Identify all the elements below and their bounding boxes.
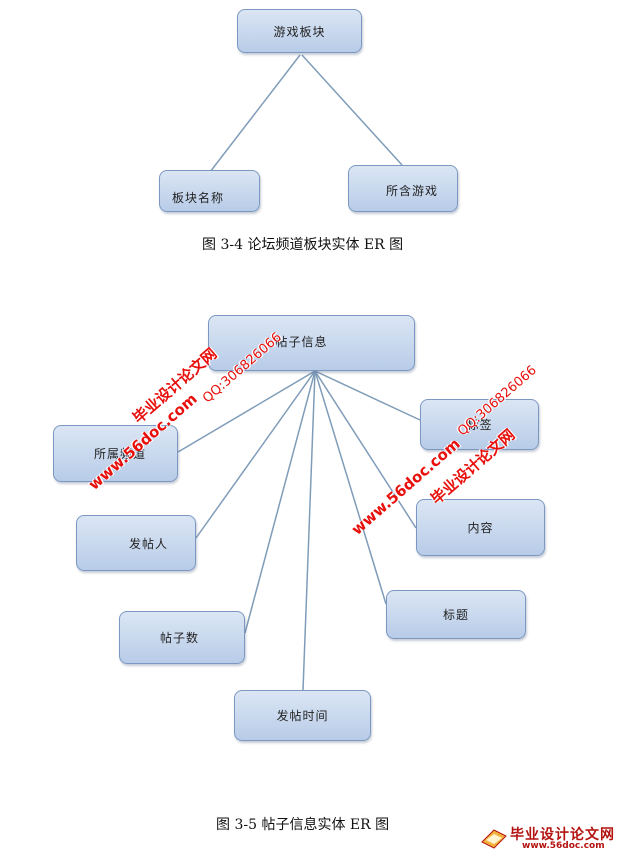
entity-post-info: 帖子信息 <box>208 315 415 371</box>
edge-post-to-tag <box>314 370 421 421</box>
attribute-block-name: 板块名称 <box>159 170 260 212</box>
attribute-content-label: 内容 <box>467 521 494 535</box>
edge-post-to-poster <box>195 370 316 539</box>
attribute-content: 内容 <box>416 499 545 556</box>
edge-post-to-time <box>302 370 316 691</box>
entity-game-block-label: 游戏板块 <box>273 24 326 39</box>
attribute-channel: 所属频道 <box>53 425 178 482</box>
edge-root-to-block-name <box>209 54 301 173</box>
logo-name: 毕业设计论文网 <box>510 827 615 843</box>
attribute-tag: 标签 <box>420 399 539 450</box>
entity-game-block: 游戏板块 <box>237 9 362 53</box>
footer-logo: 毕业设计论文网 www.56doc.com <box>480 822 640 854</box>
attribute-post-count-label: 帖子数 <box>160 631 200 645</box>
edge-post-to-count <box>244 370 316 634</box>
attribute-channel-label: 所属频道 <box>94 447 147 461</box>
attribute-block-name-label: 板块名称 <box>172 190 225 205</box>
caption-figure-3-5: 图 3-5 帖子信息实体 ER 图 <box>216 817 390 833</box>
logo-book-icon <box>481 829 507 849</box>
edge-post-to-title <box>314 370 387 605</box>
edge-post-to-content <box>314 370 417 529</box>
edge-post-to-channel <box>177 370 316 453</box>
caption-figure-3-4: 图 3-4 论坛频道板块实体 ER 图 <box>202 237 404 253</box>
attribute-tag-label: 标签 <box>466 418 493 432</box>
attribute-contained-games: 所含游戏 <box>348 165 458 212</box>
attribute-poster-label: 发帖人 <box>129 536 169 551</box>
attribute-post-time-label: 发帖时间 <box>276 709 329 723</box>
attribute-poster: 发帖人 <box>76 515 196 571</box>
attribute-contained-games-label: 所含游戏 <box>386 184 439 198</box>
attribute-post-time: 发帖时间 <box>234 690 371 741</box>
attribute-title-label: 标题 <box>442 608 469 622</box>
entity-post-info-label: 帖子信息 <box>275 334 328 349</box>
edge-root-to-contained-games <box>301 54 403 166</box>
attribute-title: 标题 <box>386 590 526 639</box>
logo-url: www.56doc.com <box>522 841 605 851</box>
attribute-post-count: 帖子数 <box>119 611 245 664</box>
